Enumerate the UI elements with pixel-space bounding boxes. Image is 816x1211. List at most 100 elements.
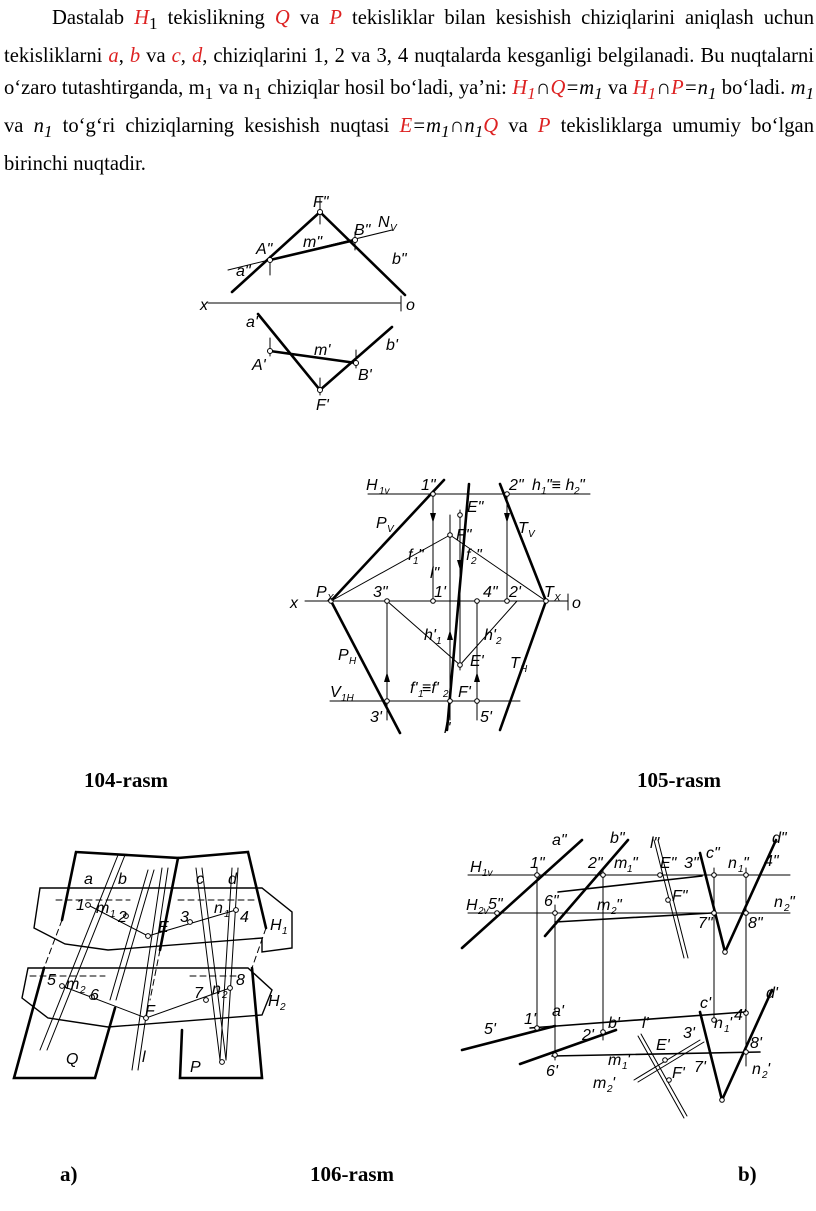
- figure-label: a': [552, 1003, 565, 1020]
- label: m': [314, 342, 331, 359]
- figure-label: b": [610, 830, 626, 847]
- figure-label: 6': [546, 1063, 559, 1080]
- figure-label: ": [616, 897, 623, 914]
- figure-label: P: [190, 1059, 201, 1076]
- figure-label: ": [632, 855, 639, 872]
- label: b": [392, 251, 408, 268]
- figure-label: 1": [421, 477, 437, 494]
- figure-label: ": [579, 477, 586, 494]
- figure-label: 1: [622, 1061, 628, 1072]
- caption-105: 105-rasm: [637, 768, 721, 792]
- figure-label: 2: [279, 1002, 286, 1013]
- figure-label: V: [390, 223, 398, 234]
- figure-label: T: [510, 655, 521, 672]
- figure-label: 7: [194, 985, 204, 1002]
- figure-label: d: [228, 871, 238, 888]
- caption-106: 106-rasm: [310, 1162, 394, 1186]
- figure-label: T: [544, 584, 555, 601]
- figure-label: o: [572, 595, 581, 612]
- figure-label: 2: [610, 906, 617, 917]
- figure-label: 6: [90, 987, 99, 1004]
- figure-label: 1: [110, 909, 116, 920]
- label: a': [246, 314, 259, 331]
- figure-label: 3": [373, 584, 389, 601]
- figure-label: m: [608, 1052, 621, 1069]
- figure-label: 8": [748, 915, 764, 932]
- label: a": [236, 263, 252, 280]
- figure-label: "≡ h: [546, 477, 574, 494]
- figure-label: 1: [76, 897, 85, 914]
- figure-label: 4: [240, 909, 249, 926]
- figure-label: H: [470, 859, 482, 876]
- figure-label: ": [476, 547, 483, 564]
- figure-label: 1H: [341, 693, 355, 704]
- figure-label: 3": [684, 855, 700, 872]
- figure-label: E': [656, 1037, 671, 1054]
- figure-label: E": [467, 499, 485, 516]
- figure-label: ': [612, 1075, 616, 1092]
- figure-label: b: [118, 871, 127, 888]
- figure-label: 2: [79, 985, 86, 996]
- figure-label: V: [330, 684, 342, 701]
- label: o: [406, 297, 415, 314]
- figure-label: 3: [180, 909, 189, 926]
- figure-label: m: [614, 855, 627, 872]
- figure-label: 1': [434, 584, 447, 601]
- figure-label: ": [418, 547, 425, 564]
- figure-label: h': [484, 627, 497, 644]
- figure-label: l': [444, 720, 452, 737]
- label: x: [199, 297, 209, 314]
- figure-label: 2: [221, 990, 228, 1001]
- figure-label: 1: [724, 1024, 730, 1035]
- figure-label: H: [268, 993, 280, 1010]
- figure-label: P: [338, 647, 349, 664]
- figure-label: H: [270, 917, 282, 934]
- figure-label: P: [316, 584, 327, 601]
- figure-label: 8': [750, 1035, 763, 1052]
- figure-label: 1: [224, 909, 230, 920]
- figure-label: 4": [764, 853, 780, 870]
- label: B': [358, 367, 373, 384]
- figure-label: 1: [418, 689, 424, 700]
- figure-label: l": [650, 835, 661, 852]
- figure-label: 2: [783, 903, 790, 914]
- figure-label: x: [289, 595, 299, 612]
- figure-label: F': [458, 684, 472, 701]
- figure-label: T: [518, 520, 529, 537]
- figure-label: X: [553, 593, 561, 604]
- figure-label: 1: [413, 556, 419, 567]
- figure-label: 2": [508, 477, 525, 494]
- figure-label: l": [430, 565, 441, 582]
- figure-label: 2v: [477, 906, 490, 917]
- figure-label: 7': [694, 1059, 707, 1076]
- figure-label: 5': [484, 1021, 497, 1038]
- figure-label: 1: [627, 864, 633, 875]
- figure-label: E": [660, 855, 678, 872]
- figure-label: 8: [236, 972, 245, 989]
- figure-label: 1: [436, 636, 442, 647]
- figure-label: f': [410, 680, 418, 697]
- caption-106a: a): [60, 1162, 78, 1186]
- figure-label: ": [743, 855, 750, 872]
- figure-label: c": [706, 845, 721, 862]
- figure-label: H: [466, 897, 478, 914]
- figure-label: 3': [683, 1025, 696, 1042]
- label: b': [386, 337, 399, 354]
- figure-label: ≡f': [422, 680, 440, 697]
- figure-label: F": [456, 527, 473, 544]
- figure-label: b': [608, 1015, 621, 1032]
- figure-label: V: [387, 524, 395, 535]
- figure-label: n: [752, 1061, 761, 1078]
- figure-label: n: [728, 855, 737, 872]
- figure-label: F: [145, 1003, 156, 1020]
- figure-label: 2: [470, 556, 477, 567]
- figure-label: n: [714, 1015, 723, 1032]
- figure-label: a": [552, 832, 568, 849]
- figure-label: 1": [530, 855, 546, 872]
- figure-label: 6": [544, 893, 560, 910]
- figure-label: l': [642, 1015, 650, 1032]
- label: B": [354, 222, 372, 239]
- figure-label: a: [84, 871, 93, 888]
